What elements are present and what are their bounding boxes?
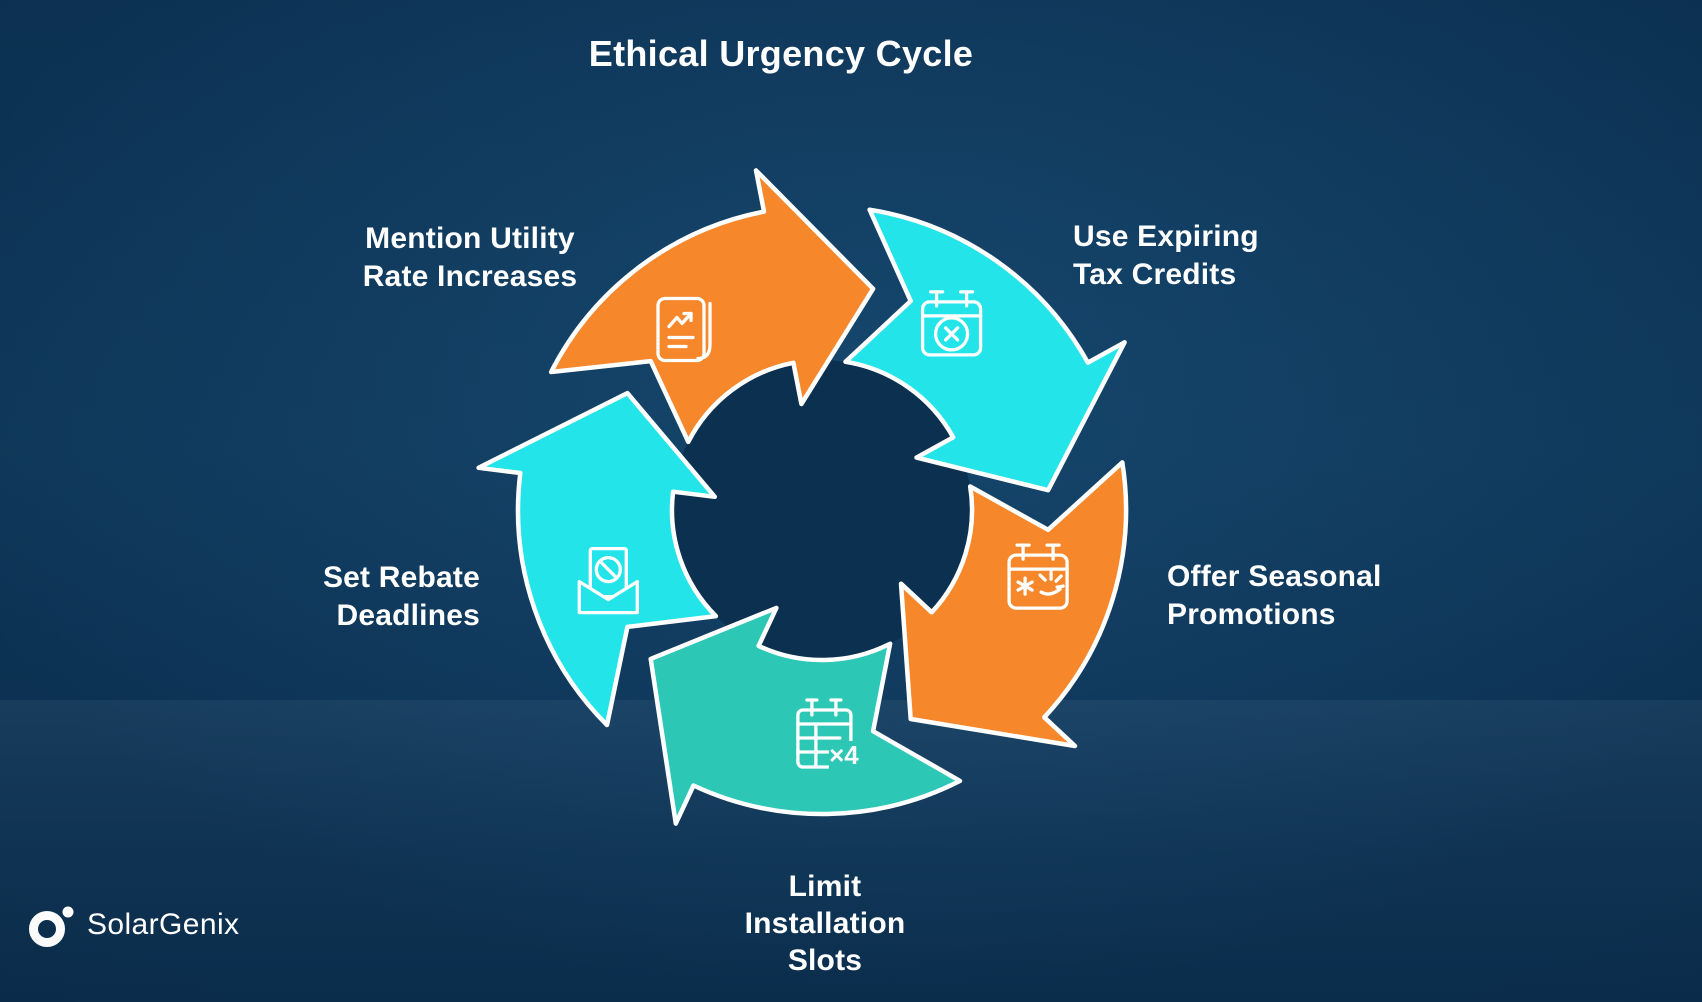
cycle-center-hole: [672, 360, 972, 660]
label-line: Installation: [744, 907, 906, 940]
step-label-use-expiring-tax-credits: Use Expiring Tax Credits: [1073, 218, 1259, 294]
svg-text:×4: ×4: [829, 740, 859, 770]
label-line: Limit: [788, 870, 862, 903]
label-line: Promotions: [1167, 598, 1336, 631]
ring-dot-logo-icon: [29, 906, 74, 947]
step-label-set-rebate-deadlines: Set Rebate Deadlines: [323, 559, 480, 635]
brand-logo-text: SolarGenix: [87, 908, 240, 941]
envelope-block-icon: [577, 546, 639, 615]
brand-logo: SolarGenix: [27, 903, 239, 947]
cycle-arrow-limit-installation-slots: [648, 605, 963, 826]
label-line: Set Rebate: [322, 561, 480, 594]
cycle-arrow-offer-seasonal-promotions: [898, 460, 1129, 749]
calendar-x-icon: [920, 290, 983, 357]
step-label-mention-utility-rate-increases: Mention Utility Rate Increases: [363, 220, 578, 296]
label-line: Use Expiring: [1073, 220, 1259, 253]
label-line: Slots: [787, 944, 863, 977]
step-label-offer-seasonal-promotions: Offer Seasonal Promotions: [1167, 558, 1382, 634]
label-line: Mention Utility: [365, 222, 575, 255]
cycle-arrow-mention-utility-rate-increases: [548, 168, 876, 445]
calendar-spark-icon: [1007, 543, 1069, 610]
step-label-limit-installation-slots: Limit Installation Slots: [745, 868, 906, 979]
label-line: Offer Seasonal: [1167, 560, 1382, 593]
label-line: Tax Credits: [1073, 258, 1237, 291]
calendar-multiply-icon: ×4: [796, 698, 861, 770]
label-line: Rate Increases: [362, 260, 578, 293]
page-title: Ethical Urgency Cycle: [588, 33, 974, 74]
label-line: Deadlines: [336, 599, 480, 632]
report-trend-icon: [656, 296, 712, 363]
cycle-arrow-use-expiring-tax-credits: [843, 207, 1127, 493]
